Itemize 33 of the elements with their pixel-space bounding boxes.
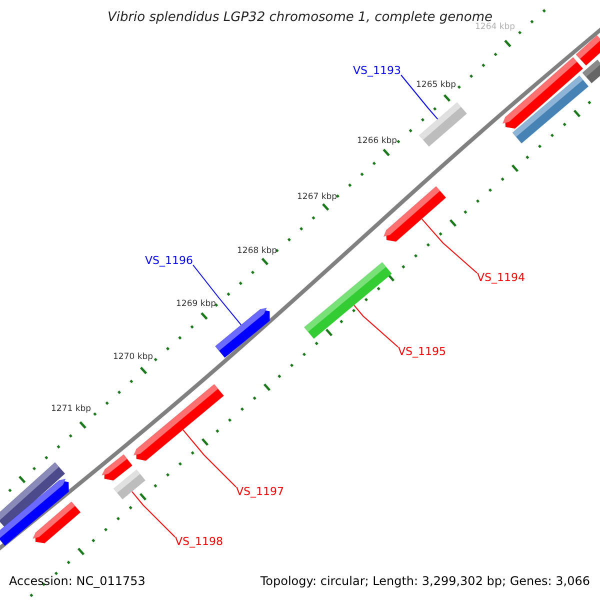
tick-label: 1267 kbp <box>297 193 338 202</box>
gene-bar <box>384 186 446 242</box>
gene-bar <box>134 384 224 461</box>
gene-bar <box>576 35 600 66</box>
genome-info-text: Topology: circular; Length: 3,299,302 bp; Genes: 3,066 <box>260 575 590 587</box>
leader-line <box>182 429 236 488</box>
gene-bar <box>419 102 467 147</box>
tick-label: 1271 kbp <box>51 405 92 414</box>
tick-label: 1268 kbp <box>237 247 278 256</box>
tick-label: 1264 kbp <box>475 23 516 32</box>
gene-bar <box>512 76 589 144</box>
gene-label: VS_1196 <box>145 255 194 266</box>
leader-line <box>400 74 438 120</box>
leader-line <box>354 304 398 348</box>
gene-label: VS_1194 <box>477 272 526 283</box>
gene-bar <box>32 502 81 544</box>
accession-text: Accession: NC_011753 <box>9 575 146 587</box>
gene-bar <box>215 308 270 358</box>
gene-bar <box>102 454 132 480</box>
gene-label: VS_1195 <box>398 346 446 357</box>
leader-line <box>131 491 176 538</box>
gene-bar <box>582 60 600 84</box>
leader-line <box>192 264 242 326</box>
gene-label: VS_1193 <box>353 65 402 76</box>
gene-label: VS_1198 <box>175 536 224 547</box>
tick-label: 1265 kbp <box>416 81 456 90</box>
diagram-title: Vibrio splendidus LGP32 chromosome 1, complete genome <box>106 11 493 24</box>
tick-label: 1266 kbp <box>357 137 398 146</box>
tick-label: 1269 kbp <box>176 300 216 308</box>
leader-line <box>421 218 478 274</box>
gene-bar <box>304 262 392 339</box>
tick-label: 1270 kbp <box>113 353 154 362</box>
gene-label: VS_1197 <box>236 486 284 497</box>
